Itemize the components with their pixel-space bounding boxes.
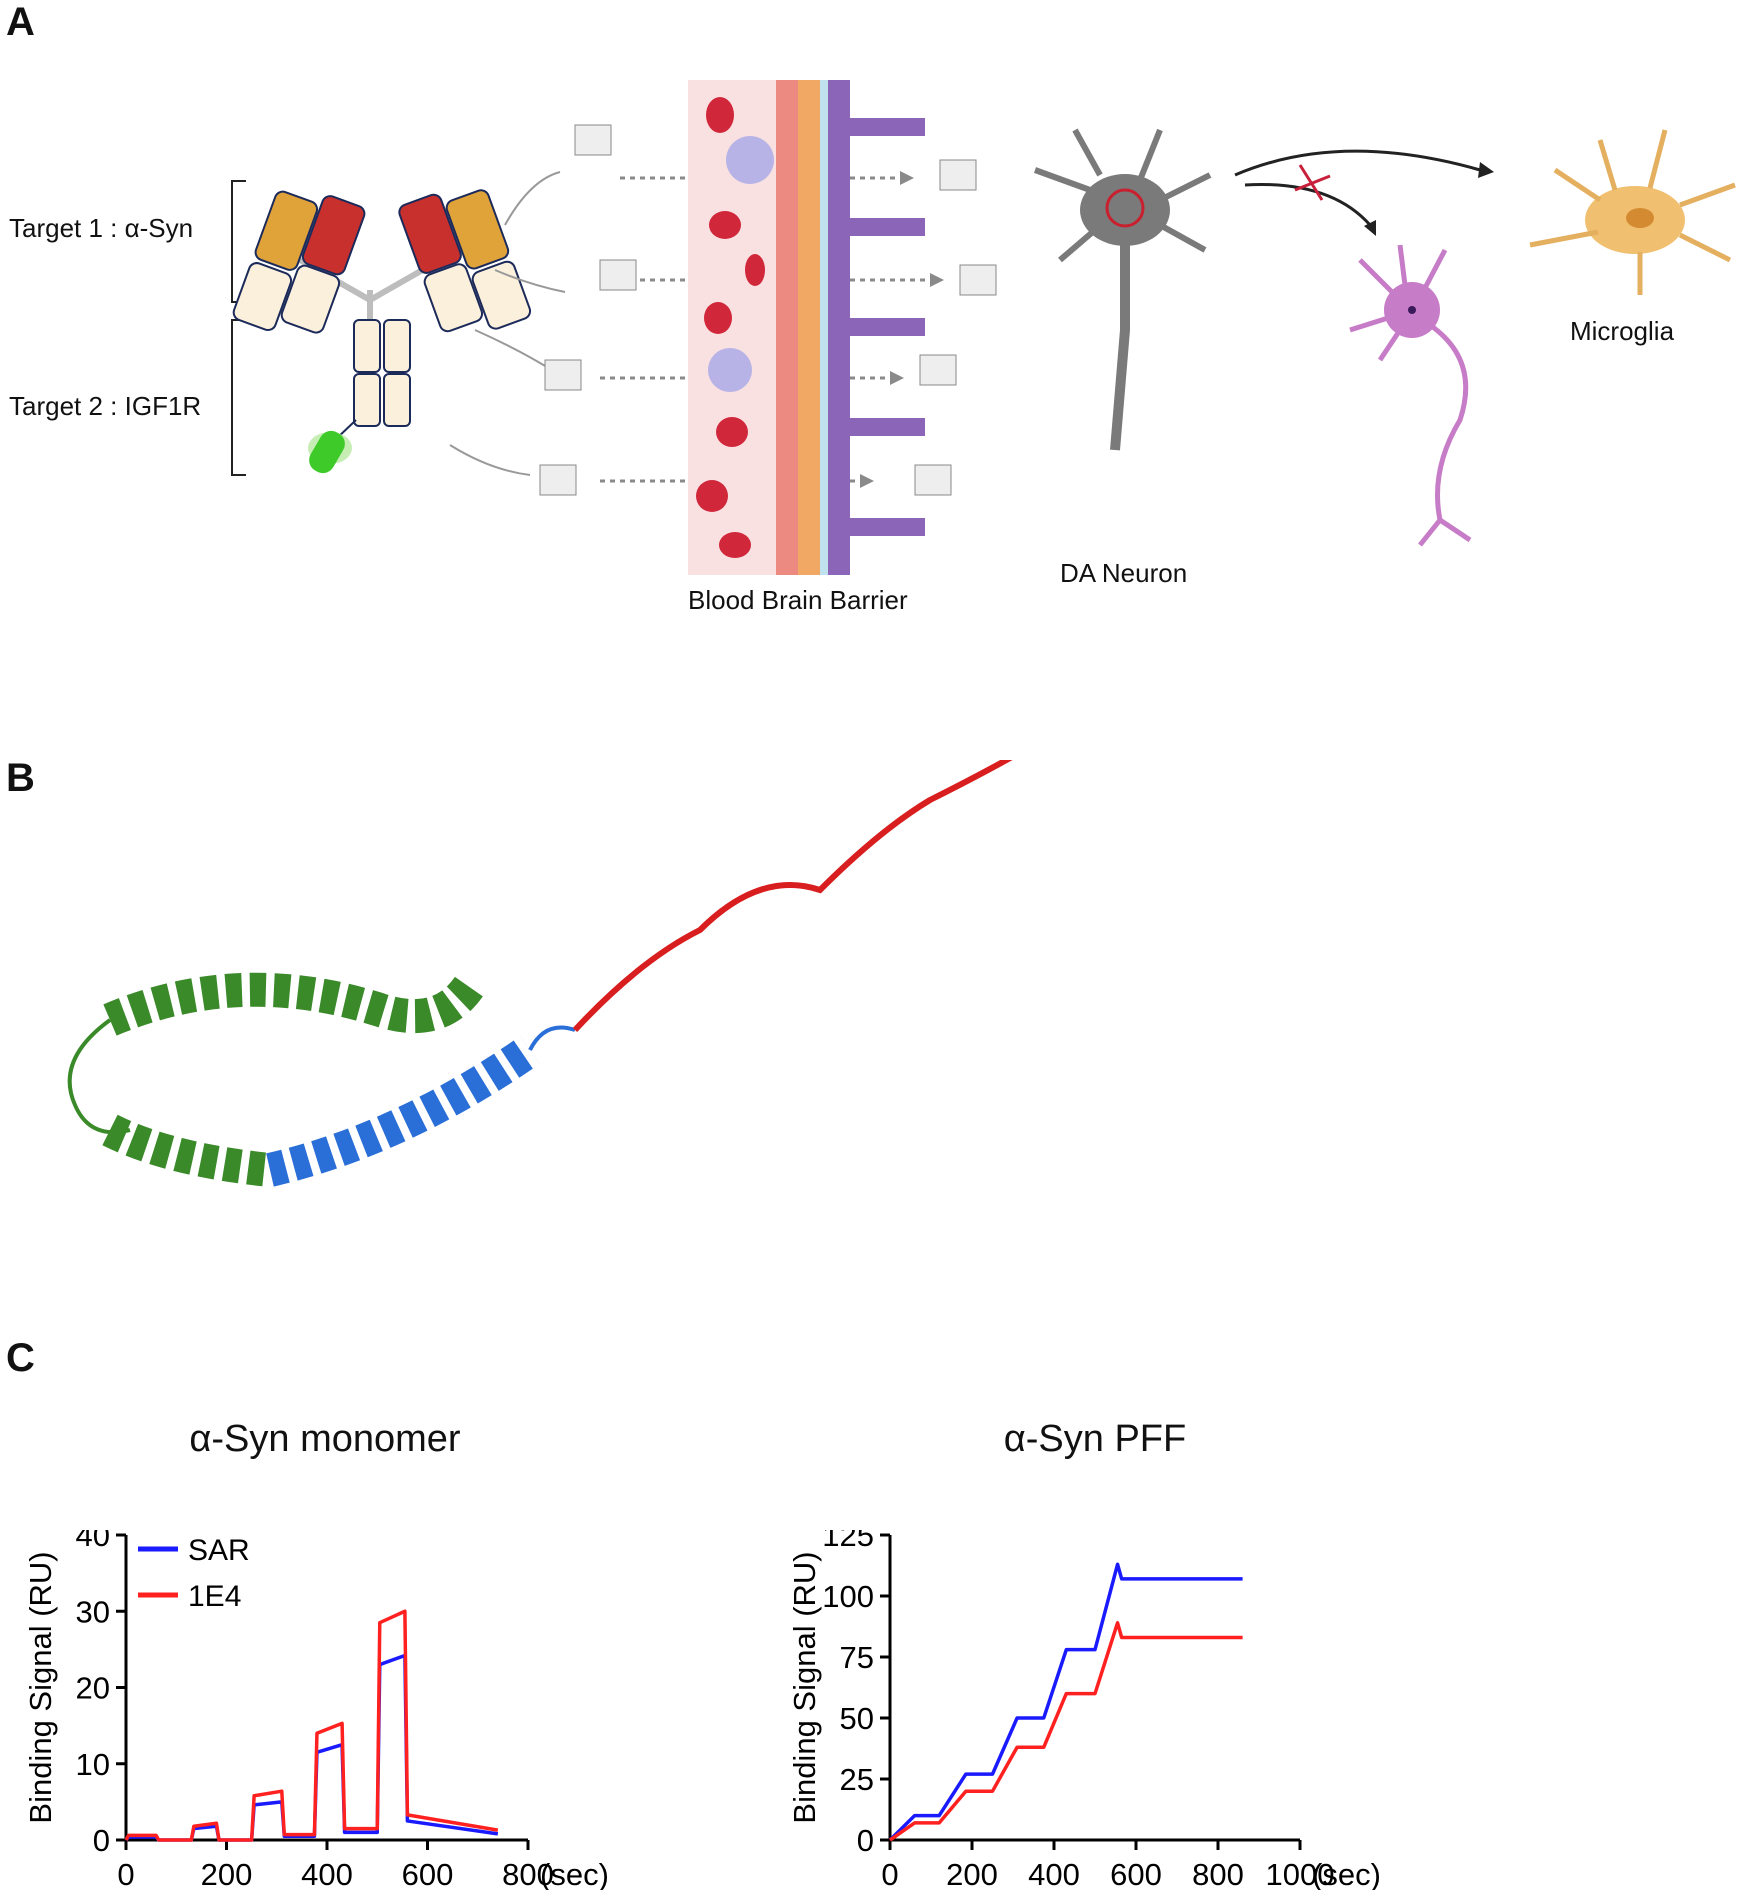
y-tick-label: 30: [76, 1594, 110, 1629]
panel-b-label: B: [6, 756, 35, 800]
x-axis-label: (sec): [1312, 1857, 1381, 1890]
target2-label: Target 2 : IGF1R: [9, 391, 202, 421]
series-line-sar: [124, 1653, 499, 1842]
chart2-title: α-Syn PFF: [1003, 1418, 1187, 1460]
y-tick-label: 20: [76, 1671, 110, 1706]
series-line-1e4: [124, 1609, 499, 1842]
x-tick-label: 400: [301, 1857, 353, 1890]
y-tick-label: 75: [840, 1640, 874, 1675]
microglia-label: Microglia: [1570, 316, 1675, 346]
panel-c-label: C: [6, 1336, 35, 1380]
x-tick-label: 0: [881, 1857, 898, 1890]
x-tick-label: 200: [946, 1857, 998, 1890]
y-tick-label: 125: [822, 1530, 874, 1553]
target1-label: Target 1 : α-Syn: [9, 213, 194, 243]
x-tick-label: 800: [1192, 1857, 1244, 1890]
x-tick-label: 200: [201, 1857, 253, 1890]
y-tick-label: 100: [822, 1579, 874, 1614]
x-tick-label: 800: [502, 1857, 554, 1890]
neuron-label: DA Neuron: [1060, 558, 1188, 588]
series-line-sar: [888, 1562, 1243, 1842]
y-tick-label: 0: [857, 1823, 874, 1858]
series-line-1e4: [889, 1621, 1243, 1842]
chart1-title: α-Syn monomer: [189, 1418, 461, 1460]
panel-a-label: A: [6, 0, 35, 44]
x-tick-label: 600: [1110, 1857, 1162, 1890]
x-tick-label: 600: [402, 1857, 454, 1890]
y-tick-label: 10: [76, 1747, 110, 1782]
legend-label: SAR: [188, 1534, 250, 1567]
pff-chart: 0 25 50 75 100 125 0 200 400 600 800 1000(sec) Bindi…: [787, 1530, 1381, 1890]
x-tick-label: 0: [117, 1857, 134, 1890]
y-tick-label: 40: [76, 1530, 110, 1553]
protein-structure: [67, 760, 1013, 1187]
y-axis-label: Binding Signal (RU): [787, 1551, 822, 1823]
x-axis-label: (sec): [540, 1857, 609, 1890]
y-axis-label: Binding Signal (RU): [23, 1551, 58, 1823]
y-tick-label: 50: [840, 1701, 874, 1736]
x-tick-label: 400: [1028, 1857, 1080, 1890]
y-tick-label: 25: [840, 1762, 874, 1797]
legend-label: 1E4: [188, 1580, 241, 1613]
bbb-label: Blood Brain Barrier: [688, 585, 908, 615]
x-tick-label: 1000: [1266, 1857, 1335, 1890]
y-tick-label: 0: [93, 1823, 110, 1858]
antibody-schematic: [231, 80, 1736, 575]
